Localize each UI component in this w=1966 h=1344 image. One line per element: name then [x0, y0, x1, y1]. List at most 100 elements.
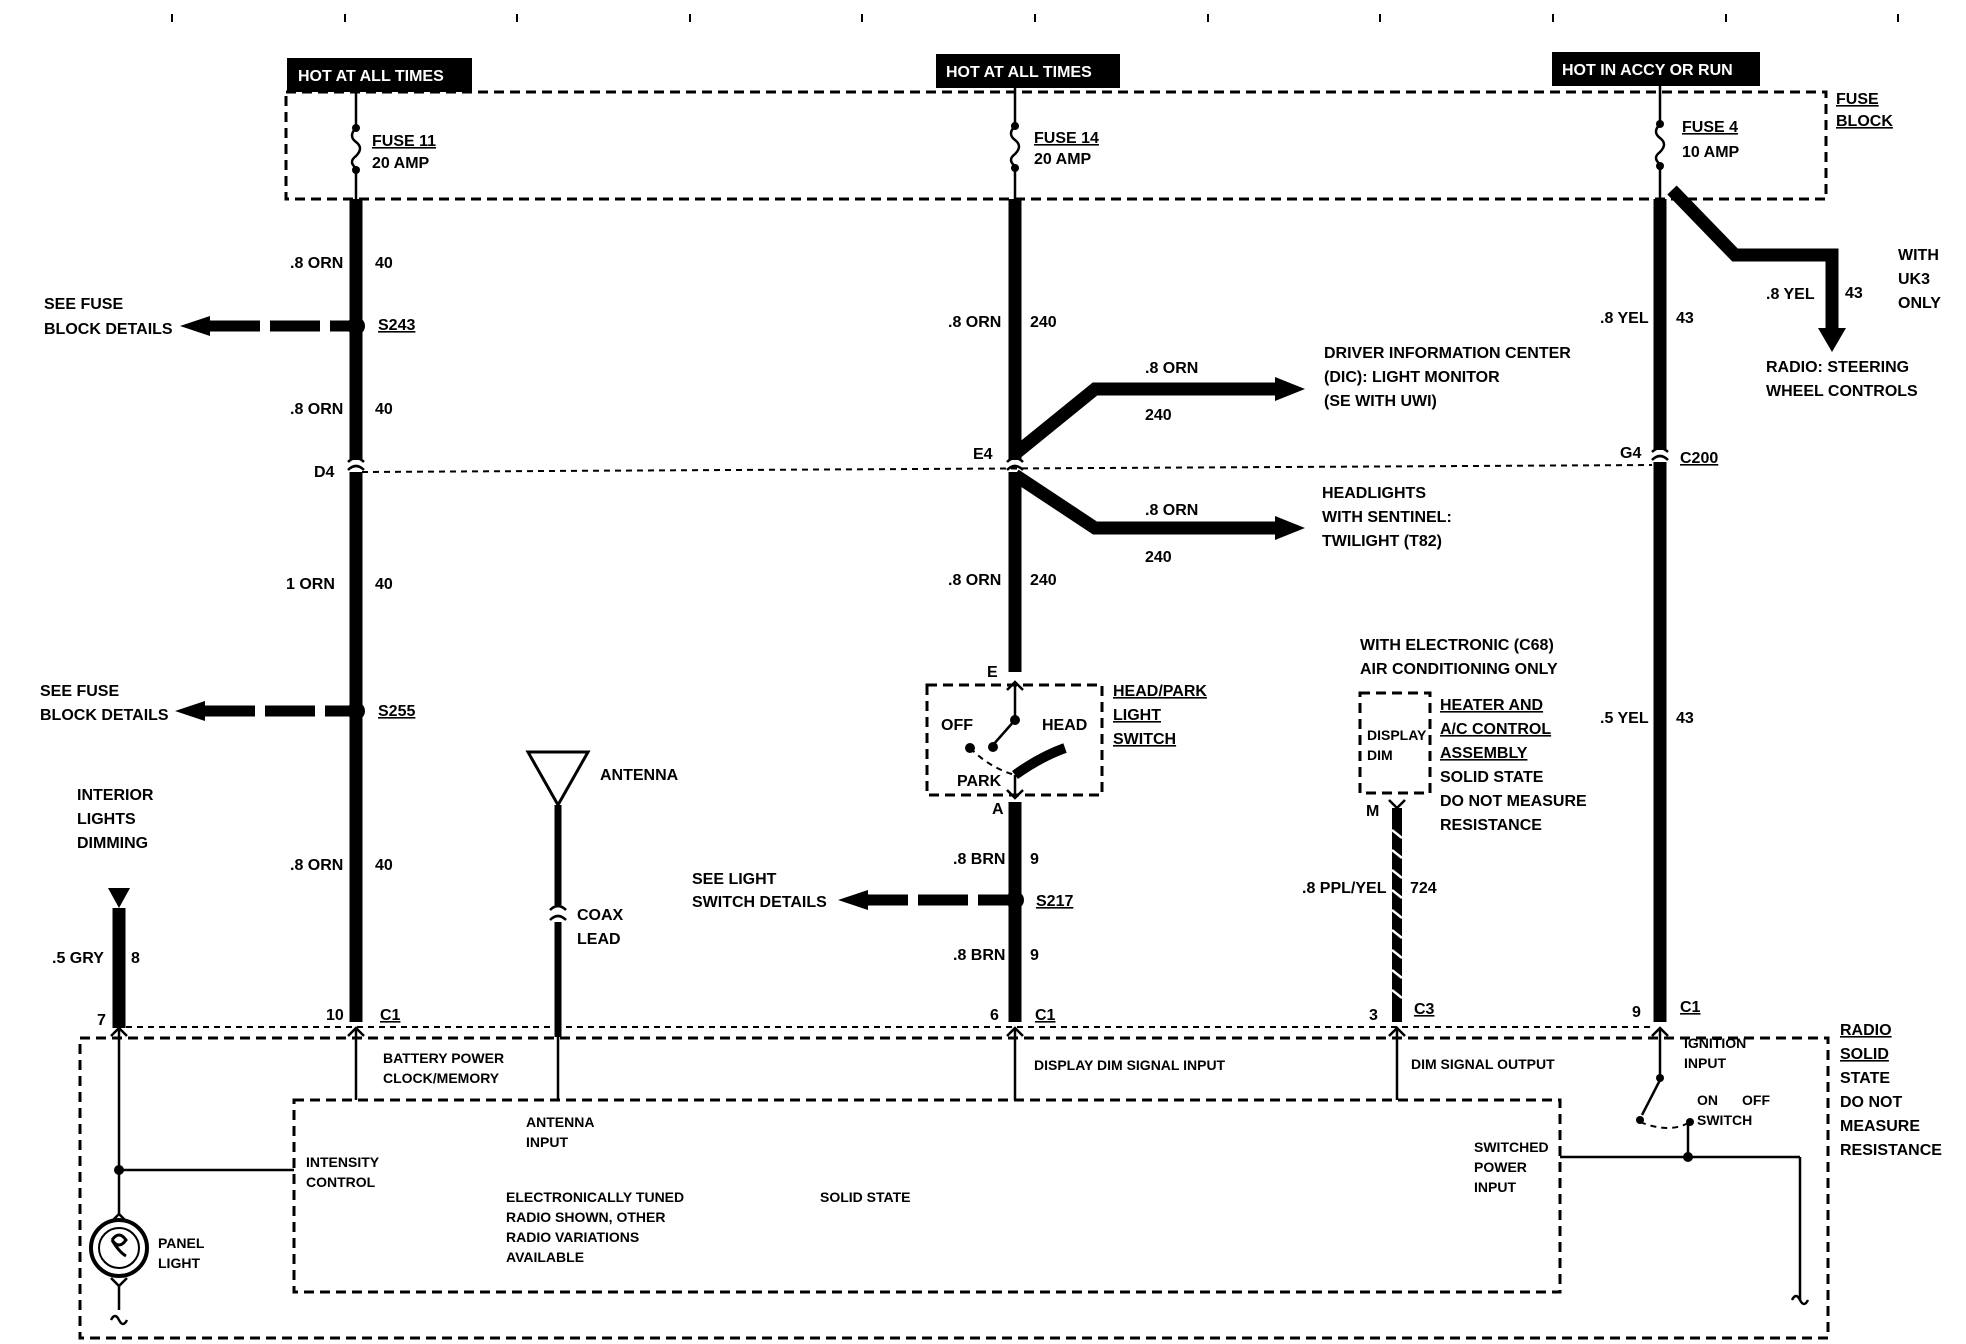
switched-power-1: SWITCHED	[1474, 1139, 1549, 1155]
hot-header-1-text: HOT AT ALL TIMES	[298, 68, 444, 85]
ign-off-label: OFF	[1742, 1092, 1770, 1108]
see-light-line2: SWITCH DETAILS	[692, 894, 827, 911]
connector-g4: G4	[1620, 445, 1641, 462]
radio-title-3: STATE	[1840, 1070, 1890, 1087]
arrow-right-icon	[1275, 516, 1305, 540]
light-switch-title-2: LIGHT	[1113, 707, 1161, 724]
c1-c: C1	[1680, 999, 1701, 1016]
display-dim-2: DIM	[1367, 747, 1393, 763]
fuse-block-label: FUSE	[1836, 91, 1879, 108]
light-switch[interactable]	[965, 682, 1067, 795]
antenna-input-2: INPUT	[526, 1134, 568, 1150]
hvac-cond-line2: AIR CONDITIONING ONLY	[1360, 661, 1558, 678]
tuned-line2: RADIO SHOWN, OTHER	[506, 1209, 665, 1225]
coax-line2: LEAD	[577, 931, 621, 948]
wire-240-circuit	[1006, 199, 1305, 672]
hvac-line2: A/C CONTROL	[1440, 721, 1551, 738]
pin-9: 9	[1632, 1004, 1641, 1021]
connector-e: E	[987, 664, 998, 681]
radio-title-6: RESISTANCE	[1840, 1142, 1942, 1159]
switch-head-label: HEAD	[1042, 717, 1087, 734]
battery-power-1: BATTERY POWER	[383, 1050, 504, 1066]
wire-43-circuit	[1651, 185, 1846, 1022]
dic-line2: (DIC): LIGHT MONITOR	[1324, 369, 1500, 386]
fuse-11	[350, 100, 362, 199]
tuned-line1: ELECTRONICALLY TUNED	[506, 1189, 684, 1205]
arrow-down-icon	[1818, 328, 1846, 352]
dic-line1: DRIVER INFORMATION CENTER	[1324, 345, 1571, 362]
hvac-line6: RESISTANCE	[1440, 817, 1542, 834]
intensity-control-2: CONTROL	[306, 1174, 376, 1190]
w40c-label: 1 ORN	[286, 576, 335, 593]
w43b-label: .5 YEL	[1600, 710, 1649, 727]
hot-at-all-times-header-1: HOT AT ALL TIMES	[287, 58, 472, 92]
wire-724-twisted	[1391, 808, 1403, 1022]
radio-title-1: RADIO	[1840, 1022, 1892, 1039]
hvac-line1: HEATER AND	[1440, 697, 1543, 714]
w43-uk3-label: .8 YEL	[1766, 286, 1815, 303]
w8-num: 8	[131, 950, 140, 967]
hvac-line4: SOLID STATE	[1440, 769, 1544, 786]
interior-line1: INTERIOR	[77, 787, 154, 804]
switched-power-3: INPUT	[1474, 1179, 1516, 1195]
fuse-14	[1009, 100, 1021, 199]
see-light-line1: SEE LIGHT	[692, 871, 777, 888]
w40a-num: 40	[375, 255, 393, 272]
panel-light-2: LIGHT	[158, 1255, 200, 1271]
s243-label: S243	[378, 317, 415, 334]
w240-dic-num: 240	[1145, 407, 1172, 424]
w240b-label: .8 ORN	[948, 572, 1001, 589]
w724-num: 724	[1410, 880, 1437, 897]
tuned-line4: AVAILABLE	[506, 1249, 584, 1265]
uk3-line2: UK3	[1898, 271, 1930, 288]
radio-inner-box	[292, 1098, 1562, 1294]
fuse-11-name: FUSE 11	[372, 133, 436, 150]
see-fuse-1-line2: BLOCK DETAILS	[44, 321, 173, 338]
w40d-label: .8 ORN	[290, 857, 343, 874]
s217-label: S217	[1036, 893, 1073, 910]
light-switch-title-3: SWITCH	[1113, 731, 1176, 748]
ignition-input-2: INPUT	[1684, 1055, 1726, 1071]
coax-line1: COAX	[577, 907, 624, 924]
s255-label: S255	[378, 703, 415, 720]
w240-head-label: .8 ORN	[1145, 502, 1198, 519]
arrow-left-icon	[838, 890, 868, 910]
splice-s217	[1006, 891, 1024, 909]
w9a-num: 9	[1030, 851, 1039, 868]
c3: C3	[1414, 1001, 1435, 1018]
switch-park-label: PARK	[957, 773, 1002, 790]
switch-off-label: OFF	[941, 717, 973, 734]
arrow-right-icon	[1275, 377, 1305, 401]
hot-in-accy-header: HOT IN ACCY OR RUN	[1552, 52, 1760, 86]
battery-power-2: CLOCK/MEMORY	[383, 1070, 500, 1086]
fuse-14-name: FUSE 14	[1034, 130, 1099, 147]
fuse-4	[1654, 100, 1666, 199]
w40b-label: .8 ORN	[290, 401, 343, 418]
steering-line2: WHEEL CONTROLS	[1766, 383, 1918, 400]
w240a-num: 240	[1030, 314, 1057, 331]
w240b-num: 240	[1030, 572, 1057, 589]
see-fuse-2-line1: SEE FUSE	[40, 683, 119, 700]
connector-e4: E4	[973, 446, 993, 463]
w240-dic-label: .8 ORN	[1145, 360, 1198, 377]
radio-outer-box	[78, 1036, 1830, 1340]
headlights-line3: TWILIGHT (T82)	[1322, 533, 1442, 550]
connector-c200: C200	[1680, 450, 1718, 467]
switched-power-2: POWER	[1474, 1159, 1527, 1175]
w724-label: .8 PPL/YEL	[1302, 880, 1387, 897]
fuse-4-name: FUSE 4	[1682, 119, 1738, 136]
connector-m: M	[1366, 803, 1379, 820]
radio-internal-wiring	[114, 1030, 1810, 1306]
c1-b: C1	[1035, 1007, 1056, 1024]
steering-line1: RADIO: STEERING	[1766, 359, 1909, 376]
light-switch-title-1: HEAD/PARK	[1113, 683, 1207, 700]
panel-light-icon	[89, 1212, 149, 1326]
c1-a: C1	[380, 1007, 401, 1024]
radio-title-2: SOLID	[1840, 1046, 1889, 1063]
arrow-left-icon	[180, 316, 210, 336]
w9b-num: 9	[1030, 947, 1039, 964]
connector-d4: D4	[314, 464, 335, 481]
antenna-icon	[525, 750, 591, 1037]
hvac-line5: DO NOT MEASURE	[1440, 793, 1587, 810]
